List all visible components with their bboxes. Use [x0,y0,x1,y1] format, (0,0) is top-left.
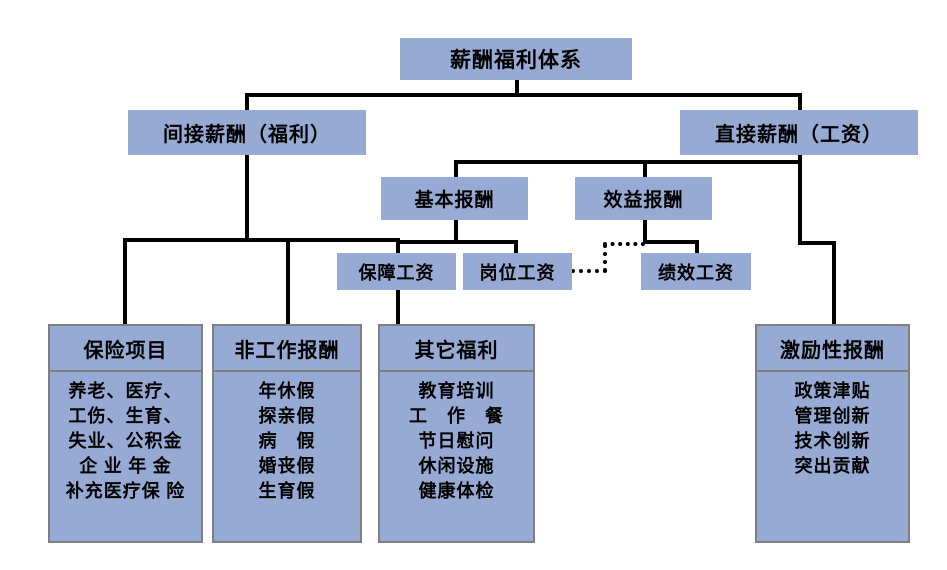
list-item: 失业、公积金 [68,431,183,451]
panel-header: 非工作报酬 [214,326,360,372]
connector-bus-level2 [245,93,802,97]
list-item: 病 假 [258,431,316,451]
connector-to-other-benefits-panel [396,286,400,324]
panel-nonwork-compensation[interactable]: 非工作报酬 年休假 探亲假 病 假 婚丧假 生育假 [212,324,362,543]
list-item: 补充医疗保 险 [65,481,186,501]
list-item: 休闲设施 [418,456,495,476]
node-label: 基本报酬 [414,190,495,211]
dotted-connector-top [603,242,645,246]
list-item: 教育培训 [418,381,495,401]
connector-to-indirect [245,93,249,110]
list-item: 突出贡献 [794,456,871,476]
list-item: 探亲假 [258,406,316,426]
node-label: 直接薪酬（工资） [715,124,883,146]
list-item: 生育假 [258,481,316,501]
panel-incentive-compensation[interactable]: 激励性报酬 政策津贴 管理创新 技术创新 突出贡献 [755,324,910,543]
list-item: 健康体检 [418,481,495,501]
list-item: 管理创新 [794,406,871,426]
node-compensation-system[interactable]: 薪酬福利体系 [400,38,632,80]
panel-insurance[interactable]: 保险项目 养老、医疗、 工伤、生育、 失业、公积金 企 业 年 金 补充医疗保 … [48,324,203,543]
list-item: 企 业 年 金 [79,456,172,476]
node-guarantee-wage[interactable]: 保障工资 [337,253,456,290]
dotted-connector-horizontal [571,269,607,273]
list-item: 工伤、生育、 [68,406,183,426]
connector-bus-performance-pay [643,240,699,244]
node-label: 保障工资 [358,262,435,283]
node-label: 间接薪酬（福利） [163,124,331,146]
connector-to-direct [798,93,802,110]
connector-indirect-down [245,155,249,240]
connector-to-performance-pay [643,160,647,177]
panel-body: 政策津贴 管理创新 技术创新 突出贡献 [757,372,908,541]
connector-to-basic-pay [454,160,458,177]
connector-performance-pay-down [643,220,647,242]
connector-to-insurance-panel [123,238,127,324]
connector-title-down [515,80,519,96]
connector-to-incentive-panel [832,241,836,324]
node-basic-pay[interactable]: 基本报酬 [381,177,528,220]
node-label: 岗位工资 [479,262,556,283]
list-item: 技术创新 [794,431,871,451]
connector-direct-down [798,155,802,245]
panel-header: 激励性报酬 [757,326,908,372]
dotted-connector-vertical [603,244,607,272]
panel-body: 养老、医疗、 工伤、生育、 失业、公积金 企 业 年 金 补充医疗保 险 [50,372,201,541]
node-merit-wage[interactable]: 绩效工资 [641,253,751,290]
node-label: 绩效工资 [658,262,734,283]
panel-other-benefits[interactable]: 其它福利 教育培训 工 作 餐 节日慰问 休闲设施 健康体检 [378,324,535,543]
connector-to-post-wage [514,240,518,253]
list-item: 政策津贴 [794,381,871,401]
node-indirect-compensation[interactable]: 间接薪酬（福利） [128,110,366,155]
list-item: 养老、医疗、 [68,381,183,401]
node-direct-compensation[interactable]: 直接薪酬（工资） [680,110,918,155]
node-post-wage[interactable]: 岗位工资 [463,253,572,290]
node-label: 薪酬福利体系 [450,48,582,72]
connector-to-nonwork-panel [286,238,290,324]
connector-jog-incentive [798,241,836,245]
list-item: 婚丧假 [258,456,316,476]
connector-bus-welfare [123,238,400,242]
node-label: 效益报酬 [603,190,684,211]
connector-to-guarantee-wage [396,240,400,253]
node-benefit-pay[interactable]: 效益报酬 [575,177,712,220]
connector-bus-level3 [454,160,802,164]
list-item: 节日慰问 [418,431,495,451]
panel-body: 教育培训 工 作 餐 节日慰问 休闲设施 健康体检 [380,372,533,541]
panel-body: 年休假 探亲假 病 假 婚丧假 生育假 [214,372,360,541]
connector-basic-pay-down [454,220,458,242]
panel-header: 保险项目 [50,326,201,372]
list-item: 年休假 [258,381,316,401]
list-item: 工 作 餐 [409,406,504,426]
connector-bus-basic-pay [396,240,518,244]
panel-header: 其它福利 [380,326,533,372]
connector-to-merit-wage [695,240,699,253]
